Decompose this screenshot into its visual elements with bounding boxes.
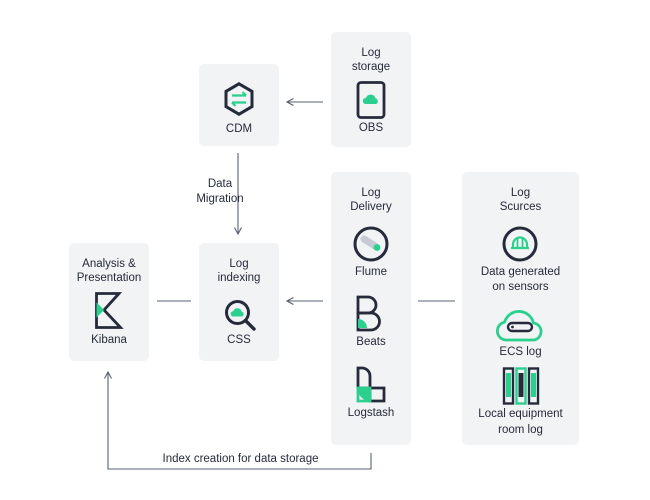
log-delivery-title-line1: Log [361,187,381,199]
flume-label: Flume [355,266,387,278]
data-migration-label-line1: Data [207,178,233,190]
flume-icon [353,226,389,262]
cdm-box [199,64,279,146]
sensor-icon [502,226,538,262]
server-rack-icon [502,367,540,405]
beats-label: Beats [356,336,386,348]
ecs-cloud-server-icon [495,310,543,342]
local-equipment-label-line2: room log [498,424,543,436]
log-sources-title-line2: Scurces [499,201,542,213]
css-search-cloud-icon [225,300,256,331]
log-storage-title-line2: storage [351,61,391,73]
log-sources-box [462,172,579,445]
logstash-logo-icon [356,366,386,403]
ecs-log-label: ECS log [499,346,542,358]
index-creation-label: Index creation for data storage [162,453,319,465]
log-storage-box [331,32,411,147]
cdm-hexagon-arrows-icon [224,82,254,116]
arrow-index-creation [108,372,372,470]
cdm-label: CDM [225,123,253,135]
obs-phone-cloud-icon [356,81,386,119]
data-migration-label-line2: Migration [196,193,244,205]
analysis-presentation-box [69,243,149,361]
log-indexing-title-line2: indexing [217,272,261,284]
css-label: CSS [227,334,251,346]
logstash-label: Logstash [347,407,395,419]
beats-logo-icon [356,295,381,332]
kibana-label: Kibana [91,334,127,346]
log-storage-title-line1: Log [361,47,381,59]
kibana-logo-icon [95,292,124,329]
sensor-label-line1: Data generated [480,266,561,278]
analysis-title-line2: Presentation [76,272,142,284]
obs-label: OBS [358,122,384,134]
log-delivery-title-line2: Delivery [350,201,392,213]
sensor-label-line2: on sensors [492,281,549,293]
log-sources-title-line1: Log [510,187,531,199]
local-equipment-label-line1: Local equipment [478,408,563,420]
analysis-title-line1: Analysis & [82,258,136,270]
log-indexing-title-line1: Log [229,258,249,270]
